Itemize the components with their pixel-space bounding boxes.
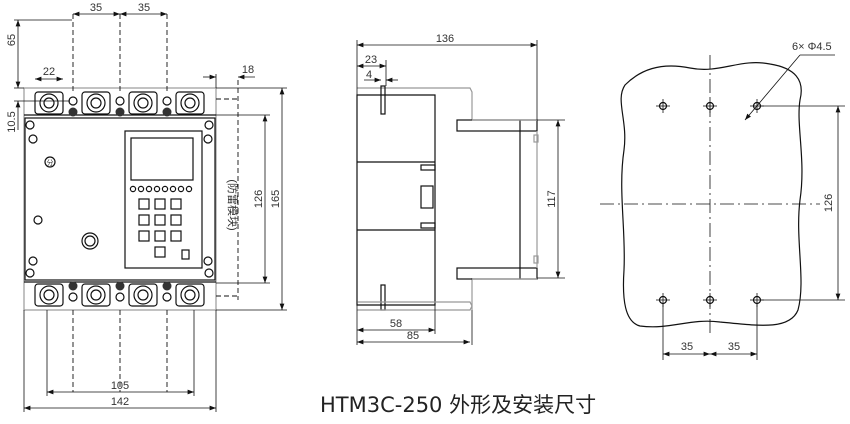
indicator-leds: [129, 185, 193, 193]
hole-spec-label: 6× Φ4.5: [792, 41, 832, 53]
dim-142: 142: [111, 396, 129, 408]
dim-165: 165: [270, 190, 282, 208]
dim-pitch-2: 35: [138, 2, 150, 14]
dim-126: 126: [253, 190, 265, 208]
mounting-panel-outline: [620, 62, 803, 328]
dim-105: 105: [111, 380, 129, 392]
dim-mount-126: 126: [823, 194, 835, 212]
side-dimensions: [356, 40, 565, 345]
dim-mount-35-left: 35: [681, 341, 693, 353]
dim-pitch-1: 35: [90, 2, 102, 14]
controller-module: [124, 130, 203, 269]
dim-117: 117: [546, 190, 558, 208]
drawing-title: HTM3C-250 外形及安装尺寸: [320, 393, 596, 417]
dim-18: 18: [242, 64, 254, 76]
mounting-dimensions: [662, 54, 845, 360]
dim-58: 58: [390, 318, 402, 330]
split-icon-label: 分: [47, 158, 54, 167]
dim-85: 85: [407, 330, 419, 342]
split-icon: [44, 156, 56, 168]
keypad-buttons: [138, 198, 190, 260]
lcd-screen: [130, 137, 194, 181]
dim-mount-35-right: 35: [728, 341, 740, 353]
dim-23: 23: [365, 54, 377, 66]
front-panel: [24, 117, 216, 281]
dim-65: 65: [6, 34, 18, 46]
screw-icons: [25, 120, 214, 278]
bottom-terminals: [24, 281, 216, 307]
dim-136: 136: [436, 33, 454, 45]
mounting-view: 6× Φ4.5 126 35 35: [600, 41, 845, 360]
dim-10-5: 10.5: [6, 111, 18, 132]
front-view: 分 (防雷模块): [6, 2, 287, 412]
side-view: 136 23 4 117 58 85: [356, 33, 565, 345]
surge-module-label: (防雷模块): [226, 179, 240, 230]
dim-22: 22: [43, 66, 55, 78]
front-dimensions: [14, 11, 287, 412]
surge-module-outline: [216, 80, 239, 300]
dim-4: 4: [366, 69, 372, 81]
body-outline: [23, 87, 217, 311]
top-terminals: [24, 91, 216, 117]
